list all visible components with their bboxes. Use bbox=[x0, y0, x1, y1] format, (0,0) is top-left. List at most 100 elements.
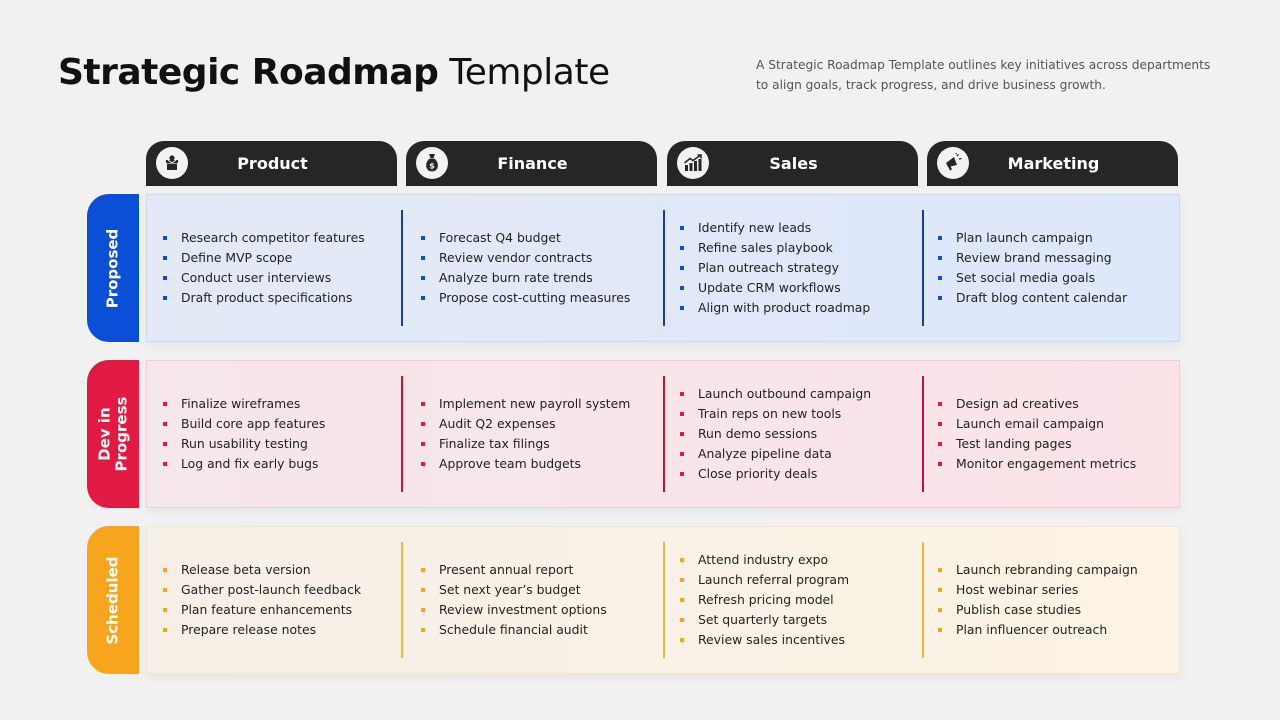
list-item: Train reps on new tools bbox=[680, 404, 871, 424]
task-list: Release beta version Gather post-launch … bbox=[163, 560, 361, 640]
list-item: Prepare release notes bbox=[163, 620, 361, 640]
list-item: Implement new payroll system bbox=[421, 394, 630, 414]
column-label: Sales bbox=[769, 154, 818, 173]
list-item: Launch referral program bbox=[680, 570, 849, 590]
list-item: Launch email campaign bbox=[938, 414, 1136, 434]
megaphone-icon bbox=[937, 147, 969, 179]
list-item: Log and fix early bugs bbox=[163, 454, 325, 474]
list-item: Plan feature enhancements bbox=[163, 600, 361, 620]
list-item: Design ad creatives bbox=[938, 394, 1136, 414]
column-divider bbox=[663, 542, 665, 658]
column-header-sales: Sales bbox=[667, 141, 918, 186]
list-item: Identify new leads bbox=[680, 218, 870, 238]
list-item: Align with product roadmap bbox=[680, 298, 870, 318]
list-item: Conduct user interviews bbox=[163, 268, 365, 288]
cell-scheduled-sales: Attend industry expo Launch referral pro… bbox=[680, 527, 849, 673]
title-bold: Strategic Roadmap bbox=[58, 52, 439, 93]
list-item: Finalize tax filings bbox=[421, 434, 630, 454]
list-item: Review vendor contracts bbox=[421, 248, 630, 268]
task-list: Present annual report Set next year’s bu… bbox=[421, 560, 607, 640]
row-label-text: Scheduled bbox=[103, 555, 122, 645]
cell-dev-sales: Launch outbound campaign Train reps on n… bbox=[680, 361, 871, 507]
list-item: Launch rebranding campaign bbox=[938, 560, 1138, 580]
growth-chart-icon bbox=[677, 147, 709, 179]
list-item: Build core app features bbox=[163, 414, 325, 434]
cell-proposed-marketing: Plan launch campaign Review brand messag… bbox=[938, 195, 1127, 341]
column-label: Product bbox=[237, 154, 308, 173]
list-item: Research competitor features bbox=[163, 228, 365, 248]
list-item: Release beta version bbox=[163, 560, 361, 580]
list-item: Run usability testing bbox=[163, 434, 325, 454]
row-panel-dev-in-progress: Finalize wireframes Build core app featu… bbox=[146, 360, 1180, 508]
title-light: Template bbox=[449, 52, 610, 93]
task-list: Launch outbound campaign Train reps on n… bbox=[680, 384, 871, 484]
list-item: Review sales incentives bbox=[680, 630, 849, 650]
list-item: Define MVP scope bbox=[163, 248, 365, 268]
list-item: Set quarterly targets bbox=[680, 610, 849, 630]
list-item: Audit Q2 expenses bbox=[421, 414, 630, 434]
list-item: Schedule financial audit bbox=[421, 620, 607, 640]
task-list: Identify new leads Refine sales playbook… bbox=[680, 218, 870, 318]
list-item: Approve team budgets bbox=[421, 454, 630, 474]
list-item: Refine sales playbook bbox=[680, 238, 870, 258]
column-divider bbox=[401, 376, 403, 492]
list-item: Test landing pages bbox=[938, 434, 1136, 454]
row-panel-proposed: Research competitor features Define MVP … bbox=[146, 194, 1180, 342]
list-item: Analyze burn rate trends bbox=[421, 268, 630, 288]
task-list: Forecast Q4 budget Review vendor contrac… bbox=[421, 228, 630, 308]
list-item: Draft product specifications bbox=[163, 288, 365, 308]
list-item: Present annual report bbox=[421, 560, 607, 580]
row-label-proposed: Proposed bbox=[87, 194, 139, 342]
list-item: Draft blog content calendar bbox=[938, 288, 1127, 308]
task-list: Launch rebranding campaign Host webinar … bbox=[938, 560, 1138, 640]
list-item: Host webinar series bbox=[938, 580, 1138, 600]
list-item: Close priority deals bbox=[680, 464, 871, 484]
column-header-finance: $ Finance bbox=[406, 141, 657, 186]
page-description: A Strategic Roadmap Template outlines ke… bbox=[756, 58, 1211, 92]
list-item: Set social media goals bbox=[938, 268, 1127, 288]
row-label-line1: Dev in bbox=[95, 407, 113, 461]
row-label-scheduled: Scheduled bbox=[87, 526, 139, 674]
column-label: Marketing bbox=[1007, 154, 1100, 173]
row-label-line2: Progress bbox=[112, 396, 130, 472]
task-list: Attend industry expo Launch referral pro… bbox=[680, 550, 849, 650]
cell-scheduled-marketing: Launch rebranding campaign Host webinar … bbox=[938, 527, 1138, 673]
row-label-dev-in-progress: Dev in Progress bbox=[87, 360, 139, 508]
row-panel-scheduled: Release beta version Gather post-launch … bbox=[146, 526, 1180, 674]
task-list: Finalize wireframes Build core app featu… bbox=[163, 394, 325, 474]
cell-proposed-product: Research competitor features Define MVP … bbox=[163, 195, 365, 341]
row-label-text: Dev in Progress bbox=[95, 396, 130, 472]
cell-dev-finance: Implement new payroll system Audit Q2 ex… bbox=[421, 361, 630, 507]
cell-dev-marketing: Design ad creatives Launch email campaig… bbox=[938, 361, 1136, 507]
column-divider bbox=[401, 210, 403, 326]
page-title: Strategic Roadmap Template bbox=[58, 52, 610, 93]
cell-proposed-finance: Forecast Q4 budget Review vendor contrac… bbox=[421, 195, 630, 341]
svg-text:$: $ bbox=[429, 162, 435, 171]
list-item: Publish case studies bbox=[938, 600, 1138, 620]
list-item: Run demo sessions bbox=[680, 424, 871, 444]
money-bag-icon: $ bbox=[416, 147, 448, 179]
row-label-text: Proposed bbox=[103, 228, 122, 308]
column-divider bbox=[922, 210, 924, 326]
list-item: Forecast Q4 budget bbox=[421, 228, 630, 248]
column-divider bbox=[922, 376, 924, 492]
task-list: Research competitor features Define MVP … bbox=[163, 228, 365, 308]
list-item: Plan influencer outreach bbox=[938, 620, 1138, 640]
column-divider bbox=[663, 210, 665, 326]
task-list: Implement new payroll system Audit Q2 ex… bbox=[421, 394, 630, 474]
list-item: Set next year’s budget bbox=[421, 580, 607, 600]
column-label: Finance bbox=[497, 154, 568, 173]
column-divider bbox=[663, 376, 665, 492]
list-item: Analyze pipeline data bbox=[680, 444, 871, 464]
list-item: Review brand messaging bbox=[938, 248, 1127, 268]
gift-box-icon bbox=[156, 147, 188, 179]
list-item: Update CRM workflows bbox=[680, 278, 870, 298]
task-list: Plan launch campaign Review brand messag… bbox=[938, 228, 1127, 308]
task-list: Design ad creatives Launch email campaig… bbox=[938, 394, 1136, 474]
cell-proposed-sales: Identify new leads Refine sales playbook… bbox=[680, 195, 870, 341]
list-item: Launch outbound campaign bbox=[680, 384, 871, 404]
column-header-marketing: Marketing bbox=[927, 141, 1178, 186]
list-item: Plan outreach strategy bbox=[680, 258, 870, 278]
list-item: Finalize wireframes bbox=[163, 394, 325, 414]
cell-dev-product: Finalize wireframes Build core app featu… bbox=[163, 361, 325, 507]
